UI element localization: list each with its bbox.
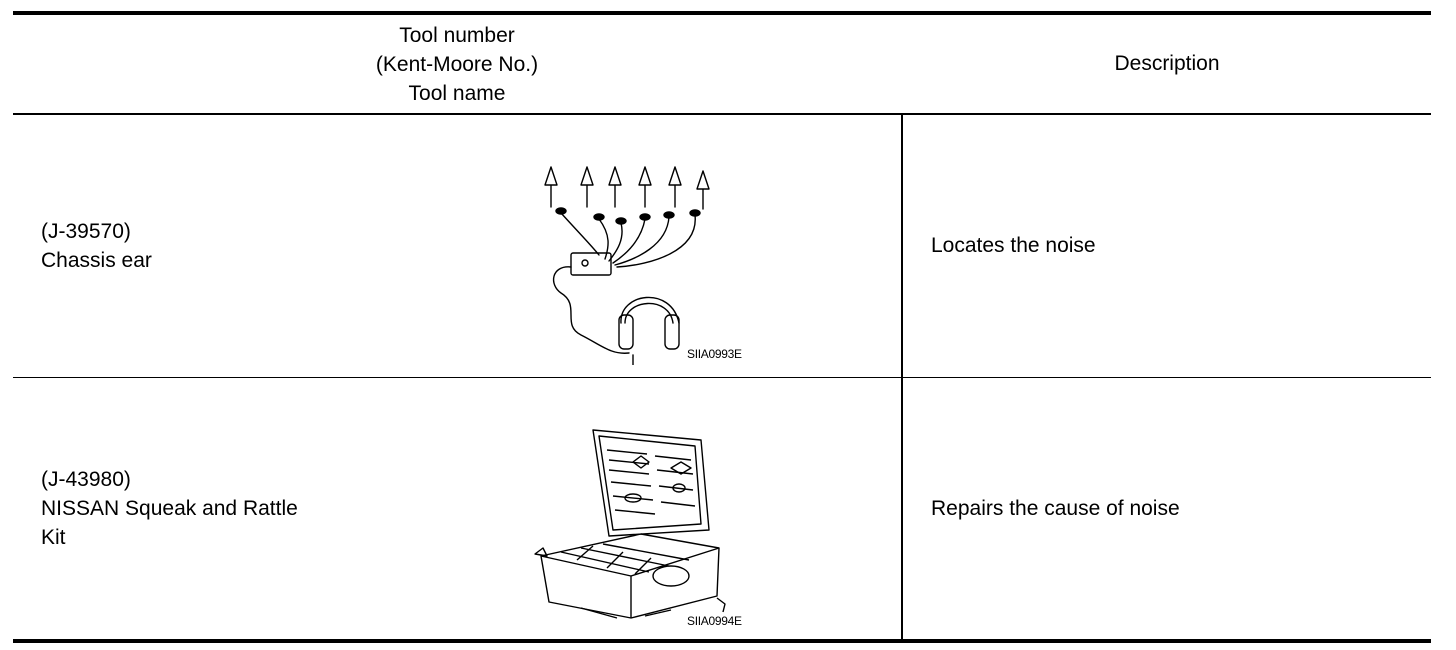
tools-table: Tool number (Kent-Moore No.) Tool name D… (13, 11, 1431, 643)
row-divider (13, 377, 1431, 378)
chassis-ear-illustration (544, 166, 710, 365)
description-cell: Locates the noise (931, 115, 1411, 377)
table-bottom-rule (13, 639, 1431, 643)
image-code: SIIA0994E (687, 614, 742, 628)
header-kent-moore: (Kent-Moore No.) (375, 52, 539, 76)
tool-name-continued: Kit (41, 526, 66, 549)
header-description: Description (1114, 52, 1220, 75)
tool-cell: (J-43980) NISSAN Squeak and Rattle Kit (41, 378, 361, 639)
tool-name: Chassis ear (41, 249, 152, 272)
tool-cell: (J-39570) Chassis ear (41, 115, 361, 377)
header-divider (13, 113, 1431, 115)
description-cell: Repairs the cause of noise (931, 378, 1411, 639)
table-row: (J-43980) NISSAN Squeak and Rattle Kit (13, 378, 1431, 639)
description-text: Repairs the cause of noise (931, 496, 1180, 520)
clip-icon (544, 166, 710, 210)
tool-number: (J-43980) (41, 468, 131, 491)
table-row: (J-39570) Chassis ear (13, 115, 1431, 377)
column-divider (901, 115, 903, 639)
tool-number: (J-39570) (41, 220, 131, 243)
image-code: SIIA0993E (687, 347, 742, 361)
tool-name: NISSAN Squeak and Rattle (41, 497, 298, 520)
description-text: Locates the noise (931, 234, 1096, 257)
squeak-rattle-kit-illustration (534, 429, 726, 619)
header-tool-column: Tool number (Kent-Moore No.) Tool name (13, 15, 901, 113)
table-top-rule (13, 11, 1431, 15)
header-description-column: Description (903, 15, 1431, 113)
header-tool-number: Tool number (399, 23, 515, 47)
header-tool-name: Tool name (408, 81, 506, 105)
